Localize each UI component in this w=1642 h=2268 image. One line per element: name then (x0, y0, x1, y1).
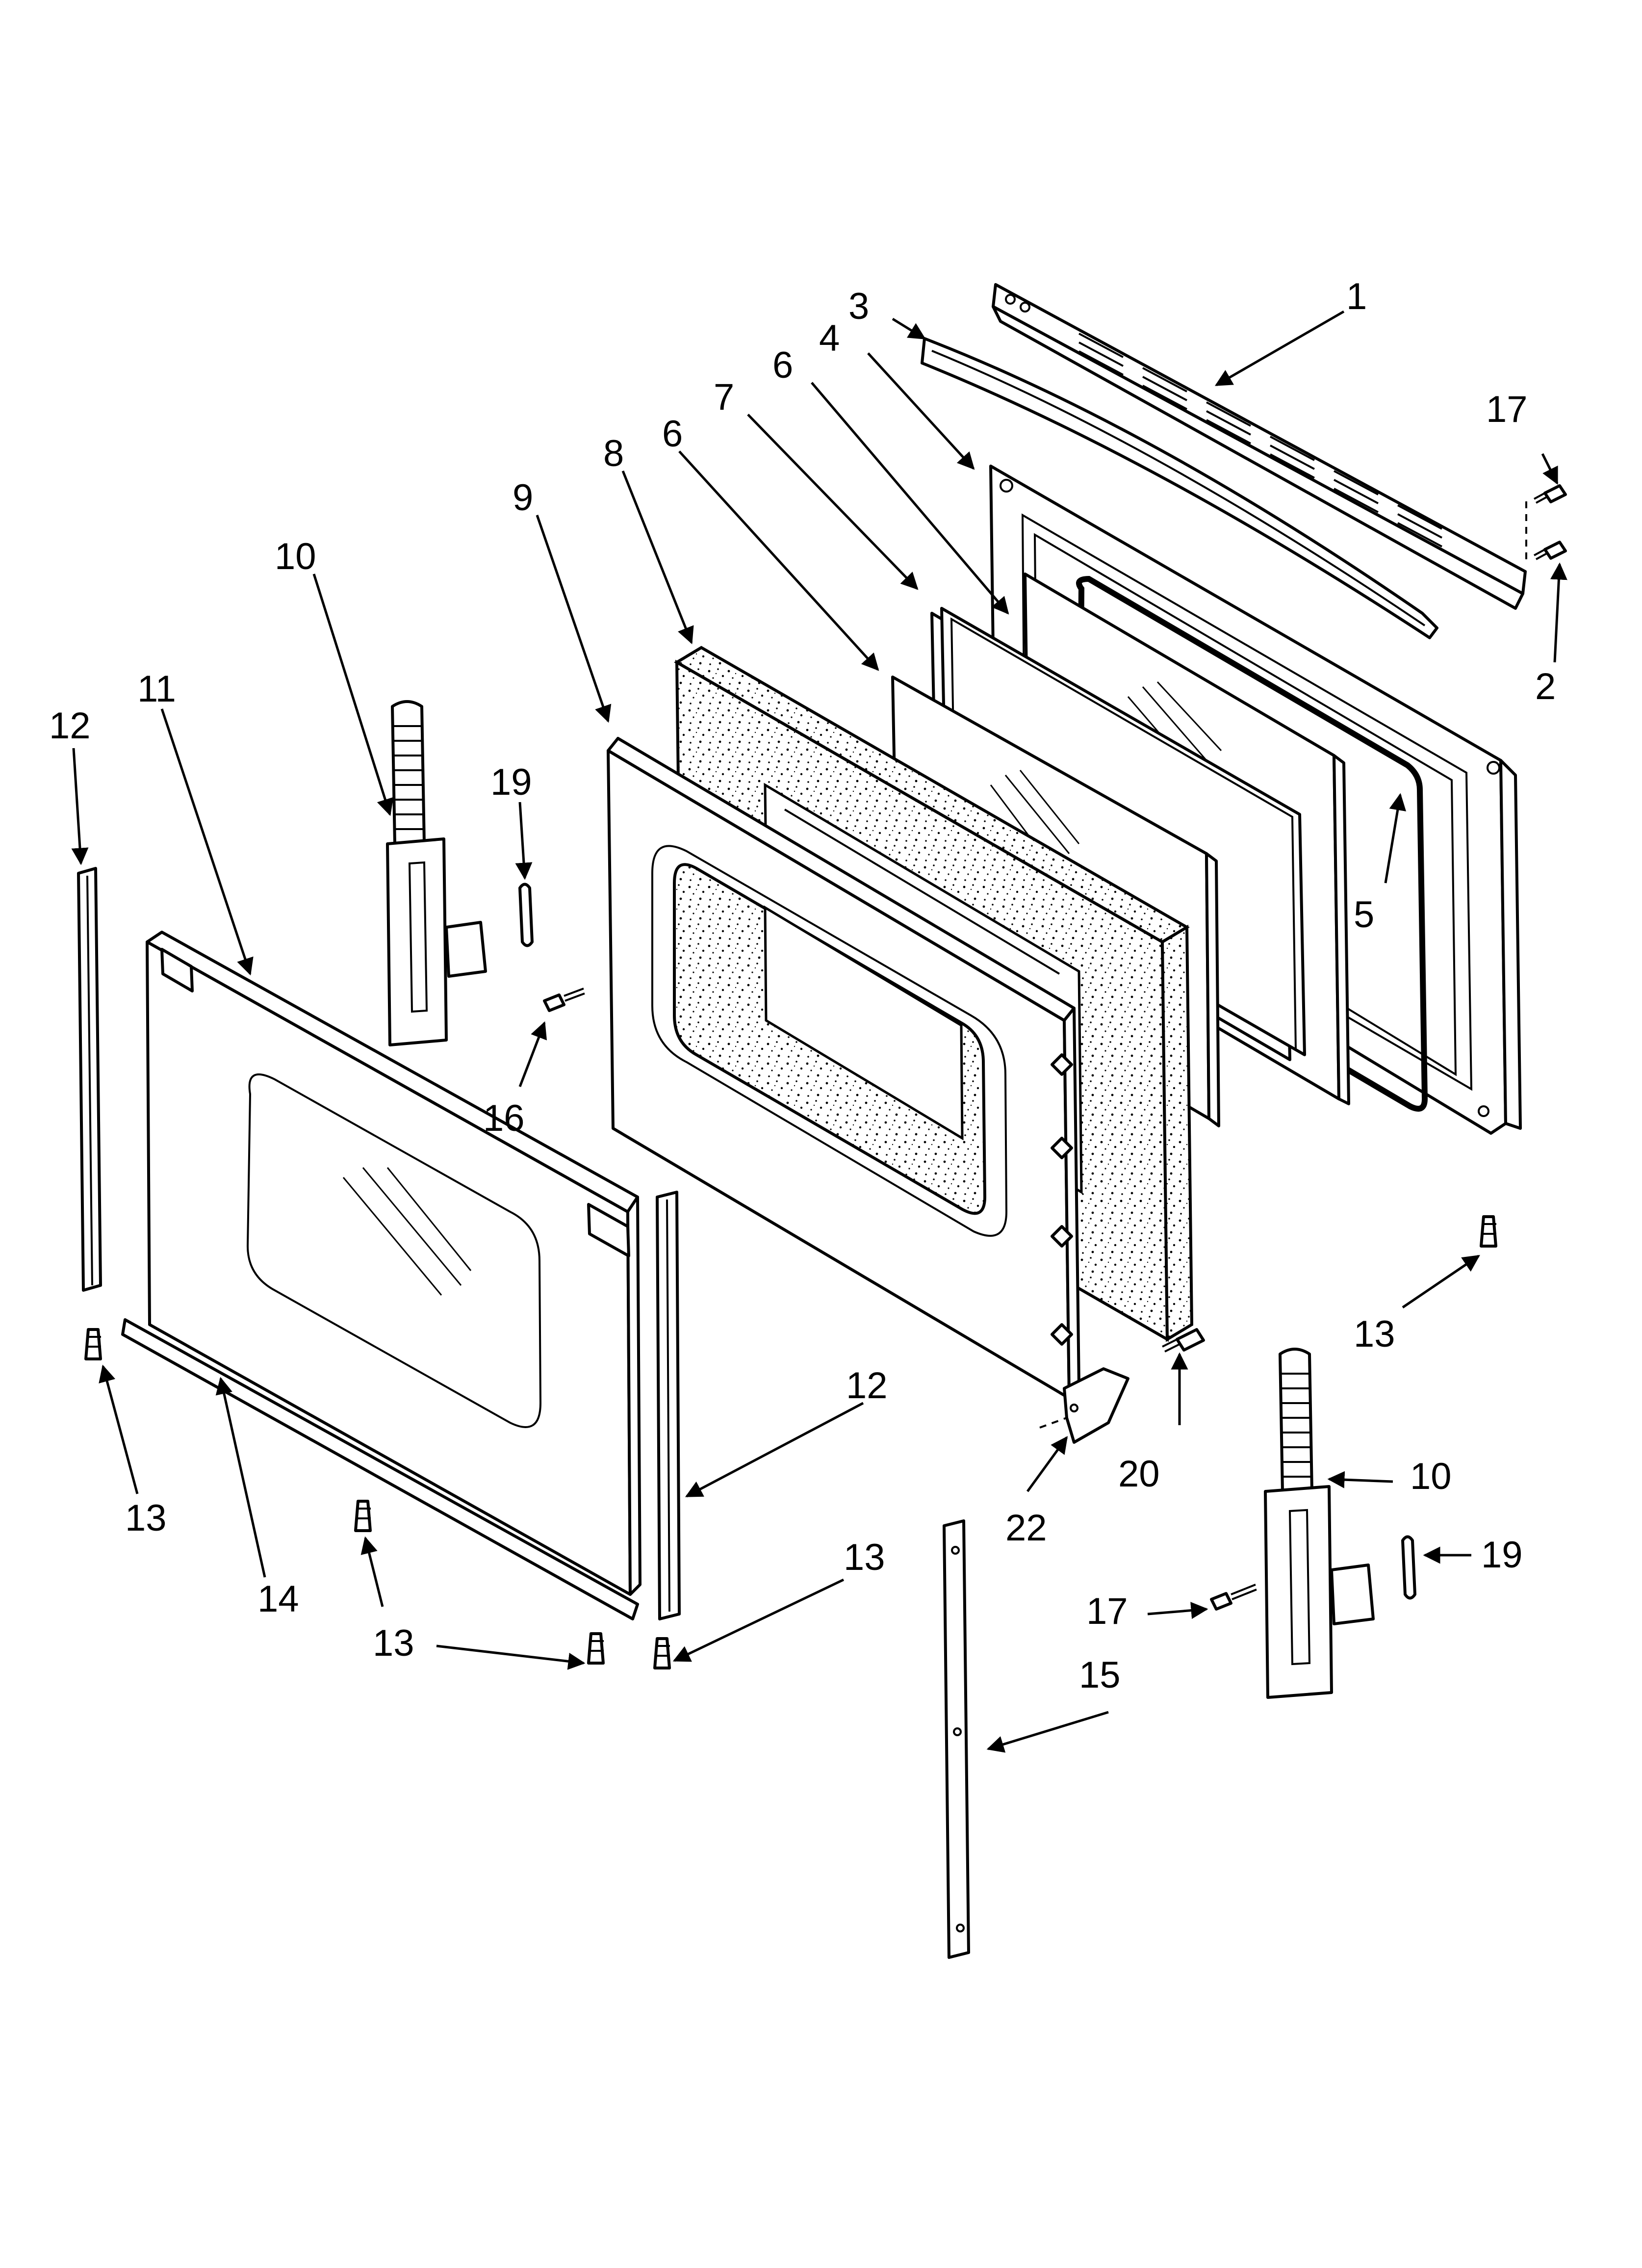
callout-3: 3 (848, 286, 869, 327)
bracket-screw-part (1162, 1328, 1205, 1353)
callout-6: 6 (772, 344, 793, 386)
right-side-trim-part (656, 1191, 681, 1620)
callout-12: 12 (846, 1365, 888, 1407)
callout-20: 20 (1118, 1453, 1160, 1495)
callout-13: 13 (373, 1622, 414, 1664)
callout-13: 13 (1354, 1313, 1395, 1355)
callout-17: 17 (1486, 389, 1528, 430)
callout-17: 17 (1086, 1590, 1128, 1632)
callout-13: 13 (844, 1537, 885, 1578)
callout-9: 9 (513, 477, 533, 519)
callout-12: 12 (49, 705, 91, 747)
leader-lines (71, 310, 1567, 1753)
trim-screw-upper-part (1534, 541, 1567, 560)
callout-14: 14 (257, 1578, 299, 1620)
hinge-screw-part (1210, 1584, 1257, 1611)
callout-1: 1 (1346, 276, 1367, 317)
door-channel-part (943, 1519, 970, 1959)
bottom-door-trim-part (121, 1318, 639, 1620)
callout-13: 13 (125, 1497, 167, 1539)
callout-2: 2 (1535, 666, 1556, 707)
callout-labels: 1 3 4 6 7 6 8 9 10 11 12 19 16 17 2 5 13… (49, 276, 1556, 1696)
left-side-trim-part (77, 867, 102, 1292)
panel-screw-part (543, 988, 585, 1012)
callout-10: 10 (275, 536, 316, 577)
callout-19: 19 (490, 761, 532, 803)
right-hinge-part (1264, 1348, 1375, 1699)
callout-8: 8 (603, 433, 624, 474)
callout-5: 5 (1354, 894, 1374, 936)
callout-7: 7 (714, 376, 734, 418)
inner-door-panel-part (607, 737, 1080, 1400)
callout-16: 16 (483, 1097, 525, 1139)
door-screw-part (84, 1215, 1497, 1669)
callout-4: 4 (819, 317, 840, 359)
vent-trim-part (992, 283, 1527, 610)
door-handle-part (921, 337, 1438, 639)
callout-19: 19 (1481, 1534, 1523, 1576)
outer-door-panel-part (146, 931, 641, 1596)
callout-11: 11 (137, 668, 176, 710)
trim-screw-part (1534, 484, 1567, 504)
callout-22: 22 (1005, 1507, 1047, 1549)
callout-15: 15 (1079, 1654, 1121, 1696)
right-hinge-clip-part (1401, 1535, 1416, 1600)
left-hinge-clip-part (518, 883, 534, 947)
callout-10: 10 (1410, 1456, 1452, 1497)
callout-6: 6 (662, 413, 683, 455)
left-hinge-part (386, 700, 487, 1046)
